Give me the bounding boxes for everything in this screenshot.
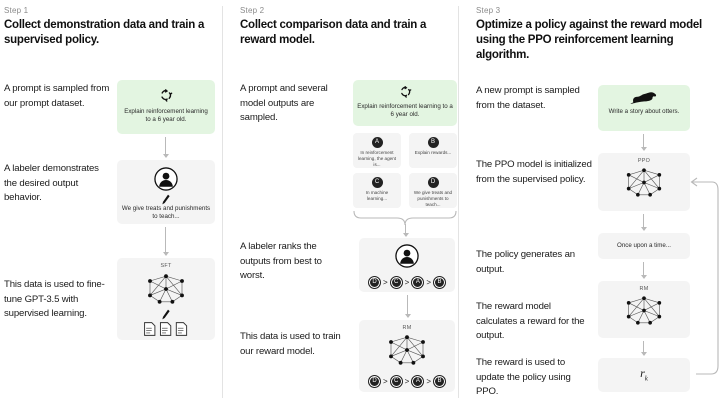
step-3-prompt-text: Write a story about otters.: [608, 108, 680, 115]
step-3-column: Step 3 Optimize a policy against the rew…: [472, 0, 720, 407]
step-3-output-text: Once upon a time...: [617, 242, 671, 249]
reward-symbol: r: [640, 366, 645, 380]
step-2-arrow-1: [402, 224, 409, 237]
rm-rank-badge-3: A: [411, 375, 425, 389]
step-3-title: Optimize a policy against the reward mod…: [476, 19, 702, 61]
recycle-icon: [117, 88, 215, 107]
step-3-output-card: Once upon a time...: [598, 233, 690, 259]
step-1-title: Collect demonstration data and train a s…: [4, 19, 205, 46]
rank-sep-2: >: [404, 278, 410, 288]
ppo-feedback-loop-arrow: [686, 170, 720, 383]
step-2-column: Step 2 Collect comparison data and train…: [236, 0, 458, 407]
step-3-reward-card: rk: [598, 358, 690, 392]
step-3-caption-3: The policy generates an output.: [476, 249, 575, 275]
step-3-arrow-3: [640, 262, 647, 279]
step-3-caption-1: A new prompt is sampled from the dataset…: [476, 85, 580, 111]
reward-formula: rk: [598, 366, 690, 382]
rank-badge-4: B: [433, 276, 446, 290]
step-1-arrow-1: [162, 137, 169, 158]
step-3-arrow-1: [640, 134, 647, 151]
step-3-rm-label: RM: [639, 286, 649, 292]
neural-net-icon: [598, 293, 690, 333]
step-2-label: Step 2: [240, 6, 265, 15]
step-2-ranking-row: D>C>A>B: [359, 274, 455, 292]
option-c-text: In machine learning...: [365, 190, 389, 201]
step-2-caption-1: A prompt and several model outputs are s…: [240, 83, 328, 123]
pencil-icon: [117, 193, 215, 211]
person-icon: [359, 243, 455, 274]
step-2-option-c[interactable]: C In machine learning...: [353, 173, 401, 208]
option-b-text: Explain rewards...: [414, 150, 452, 155]
neural-net-icon: [117, 271, 215, 312]
step-1-labeler-text: We give treats and punishments to teach.…: [121, 205, 211, 221]
pencil-icon: [117, 308, 215, 326]
step-2-title: Collect comparison data and train a rewa…: [240, 19, 427, 46]
step-1-caption-2: A labeler demonstrates the desired outpu…: [4, 163, 99, 203]
option-b-badge: B: [427, 137, 439, 148]
neural-net-icon: [598, 165, 690, 205]
step-3-caption-2: The PPO model is initialized from the su…: [476, 159, 592, 185]
step-1-prompt-card: Explain reinforcement learning to a 6 ye…: [117, 80, 215, 134]
rank-sep-3: >: [426, 278, 431, 288]
rank-sep-1: >: [382, 278, 388, 288]
neural-net-icon: [359, 332, 455, 373]
step-1-prompt-text: Explain reinforcement learning to a 6 ye…: [124, 108, 208, 124]
recycle-icon: [353, 85, 457, 103]
option-d-badge: D: [427, 177, 439, 188]
step-2-prompt-text: Explain reinforcement learning to a 6 ye…: [357, 103, 453, 119]
step-2-option-a[interactable]: A In reinforcement learning, the agent i…: [353, 133, 401, 168]
step-3-label: Step 3: [476, 6, 501, 15]
step-1-sft-label: SFT: [160, 263, 172, 269]
step-2-caption-3: This data is used to train our reward mo…: [240, 331, 341, 357]
step-2-arrow-2: [404, 295, 411, 318]
step-2-labeler-card: D>C>A>B: [359, 238, 455, 292]
person-icon: [117, 166, 215, 197]
column-divider-1: [222, 6, 223, 398]
option-a-text: In reinforcement learning, the agent is.…: [357, 150, 397, 167]
step-2-option-b[interactable]: B Explain rewards...: [409, 133, 457, 168]
option-a-badge: A: [371, 137, 383, 148]
otter-icon: [598, 91, 690, 110]
rm-rank-sep-1: >: [382, 377, 388, 387]
rm-rank-sep-2: >: [404, 377, 410, 387]
rank-badge-2: C: [389, 276, 403, 290]
step-3-prompt-card: Write a story about otters.: [598, 85, 690, 131]
step-3-caption-5: The reward is used to update the policy …: [476, 357, 571, 397]
step-3-ppo-label: PPO: [637, 158, 651, 164]
step-2-rm-ranking-row: D>C>A>B: [359, 373, 455, 391]
option-c-badge: C: [371, 177, 383, 188]
option-d-text: We give treats and punishments to teach.…: [413, 190, 453, 207]
step-1-sft-card: SFT: [117, 258, 215, 340]
reward-subscript: k: [644, 374, 648, 383]
step-1-caption-1: A prompt is sampled from our prompt data…: [4, 83, 110, 109]
step-1-arrow-2: [162, 227, 169, 256]
rm-rank-badge-4: B: [433, 375, 446, 389]
rm-rank-badge-1: D: [367, 375, 381, 389]
rm-rank-badge-2: C: [389, 375, 403, 389]
column-divider-2: [458, 6, 459, 398]
step-2-rm-card: RM D>C>A>B: [359, 320, 455, 392]
step-1-labeler-card: We give treats and punishments to teach.…: [117, 160, 215, 224]
step-2-prompt-card: Explain reinforcement learning to a 6 ye…: [353, 80, 457, 126]
step-3-caption-4: The reward model calculates a reward for…: [476, 301, 585, 341]
step-1-label: Step 1: [4, 6, 29, 15]
rank-badge-3: A: [411, 276, 425, 290]
step-1-caption-3: This data is used to fine-tune GPT-3.5 w…: [4, 279, 105, 319]
step-3-arrow-2: [640, 214, 647, 231]
step-3-arrow-4: [640, 341, 647, 356]
documents-icon: [117, 321, 215, 342]
step-2-rm-label: RM: [402, 325, 412, 331]
step-2-option-d[interactable]: D We give treats and punishments to teac…: [409, 173, 457, 208]
step-2-caption-2: A labeler ranks the outputs from best to…: [240, 241, 322, 281]
step-3-ppo-card: PPO: [598, 153, 690, 211]
rank-badge-1: D: [367, 276, 381, 290]
rm-rank-sep-3: >: [426, 377, 431, 387]
step-1-column: Step 1 Collect demonstration data and tr…: [0, 0, 222, 407]
step-3-rm-card: RM: [598, 281, 690, 338]
